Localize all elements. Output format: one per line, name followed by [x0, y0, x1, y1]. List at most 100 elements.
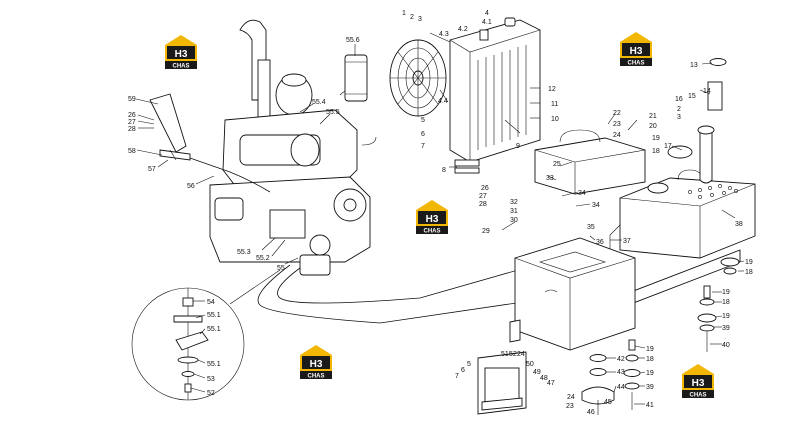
isolator-stack: [697, 257, 740, 352]
callout-38: 38: [735, 221, 743, 228]
hydraulic-tank: [534, 129, 646, 195]
callout-9: 9: [516, 143, 520, 150]
callout-5: 5: [421, 117, 425, 124]
callout-7: 7: [421, 143, 425, 150]
callout-39-c: 39: [646, 384, 654, 391]
callout-57: 57: [148, 166, 156, 173]
tank-vent-holes: [688, 184, 738, 199]
callout-24-c: 24: [567, 394, 575, 401]
callout-18: 18: [652, 148, 660, 155]
callout-2: 2: [410, 14, 414, 21]
callout-55: 55: [277, 265, 285, 272]
callout-24-b: 24: [517, 351, 525, 358]
detail-inset: [131, 269, 281, 401]
accelerator-pedal: [149, 93, 191, 161]
callout-51: 51: [501, 351, 509, 358]
callout-39-r: 39: [722, 325, 730, 332]
callout-4-3: 4.3: [439, 31, 449, 38]
engine-assembly: [209, 19, 377, 276]
throttle-cable: [189, 157, 271, 193]
callout-44: 44: [617, 384, 625, 391]
callout-27-mid: 27: [479, 193, 487, 200]
callout-4-2: 4.2: [458, 26, 468, 33]
callout-10: 10: [551, 116, 559, 123]
callout-20: 20: [649, 123, 657, 130]
callout-43: 43: [617, 369, 625, 376]
filler-neck: [667, 58, 727, 184]
logo-name: CHAS: [423, 229, 440, 235]
callout-55-5: 55.5: [326, 109, 340, 116]
callout-15: 15: [688, 93, 696, 100]
callout-19-c1: 19: [646, 346, 654, 353]
callout-52-b: 52: [509, 351, 517, 358]
callout-13: 13: [690, 62, 698, 69]
callout-33: 33: [546, 175, 554, 182]
callout-6-b: 6: [461, 367, 465, 374]
brand-logo: H3 CHAS: [300, 345, 332, 380]
logo-monogram: H3: [692, 378, 705, 389]
radiator-fins: [477, 45, 527, 150]
callout-37: 37: [623, 238, 631, 245]
callout-21: 21: [649, 113, 657, 120]
logo-name: CHAS: [172, 64, 189, 70]
logo-monogram: H3: [630, 46, 643, 57]
brand-logo: H3 CHAS: [416, 200, 448, 235]
callout-59: 59: [128, 96, 136, 103]
callout-47: 47: [547, 380, 555, 387]
callout-4-1: 4.1: [482, 19, 492, 26]
callout-18-r2: 18: [722, 299, 730, 306]
callout-45: 45: [604, 399, 612, 406]
radiator-assembly: [449, 17, 541, 174]
brand-logo: H3 CHAS: [165, 35, 197, 70]
callout-46: 46: [587, 409, 595, 416]
callout-40: 40: [722, 342, 730, 349]
callout-18-c: 18: [646, 356, 654, 363]
isolator-stack: [581, 354, 615, 415]
callout-19-r2: 19: [722, 289, 730, 296]
callout-34: 34: [578, 190, 586, 197]
callout-26-mid: 26: [481, 185, 489, 192]
callout-34-b: 34: [592, 202, 600, 209]
callout-23-c: 23: [566, 403, 574, 410]
fuel-line: [277, 257, 561, 304]
callout-31: 31: [510, 208, 518, 215]
callout-50: 50: [526, 361, 534, 368]
logo-monogram: H3: [175, 49, 188, 60]
callout-8: 8: [442, 167, 446, 174]
callout-55-2: 55.2: [256, 255, 270, 262]
callout-17: 17: [664, 143, 672, 150]
callout-11: 11: [551, 101, 558, 108]
isolator-stack: [623, 339, 641, 410]
callout-55-1-c: 55.1: [207, 361, 221, 368]
leader-lines: [135, 32, 745, 405]
callout-22: 22: [613, 110, 621, 117]
callout-7-b: 7: [455, 373, 459, 380]
callout-18-r1: 18: [745, 269, 753, 276]
callout-4-4: 4.4: [438, 98, 448, 105]
mounting-bracket: [477, 319, 527, 415]
logo-monogram: H3: [310, 359, 323, 370]
callout-3-top: 3: [677, 114, 681, 121]
callout-42: 42: [617, 356, 625, 363]
logo-name: CHAS: [689, 393, 706, 399]
callout-19-r1: 19: [745, 259, 753, 266]
callout-19-r3: 19: [722, 313, 730, 320]
callout-28: 28: [128, 126, 136, 133]
callout-labels: 59 26 27 28 58 57 56 55.6 55.4 55.5 55.3…: [128, 10, 753, 416]
brand-logo: H3 CHAS: [620, 32, 652, 67]
fuel-line: [257, 264, 531, 324]
callout-48: 48: [540, 375, 548, 382]
callout-19: 19: [652, 135, 660, 142]
callout-49: 49: [533, 369, 541, 376]
callout-27: 27: [128, 119, 136, 126]
callout-55-1-b: 55.1: [207, 326, 221, 333]
callout-1: 1: [402, 10, 406, 17]
callout-24: 24: [613, 132, 621, 139]
callout-41: 41: [646, 402, 654, 409]
callout-55-6: 55.6: [346, 37, 360, 44]
callout-52: 52: [207, 390, 215, 397]
callout-14: 14: [703, 88, 711, 95]
logo-name: CHAS: [627, 61, 644, 67]
callout-2-top: 2: [677, 106, 681, 113]
